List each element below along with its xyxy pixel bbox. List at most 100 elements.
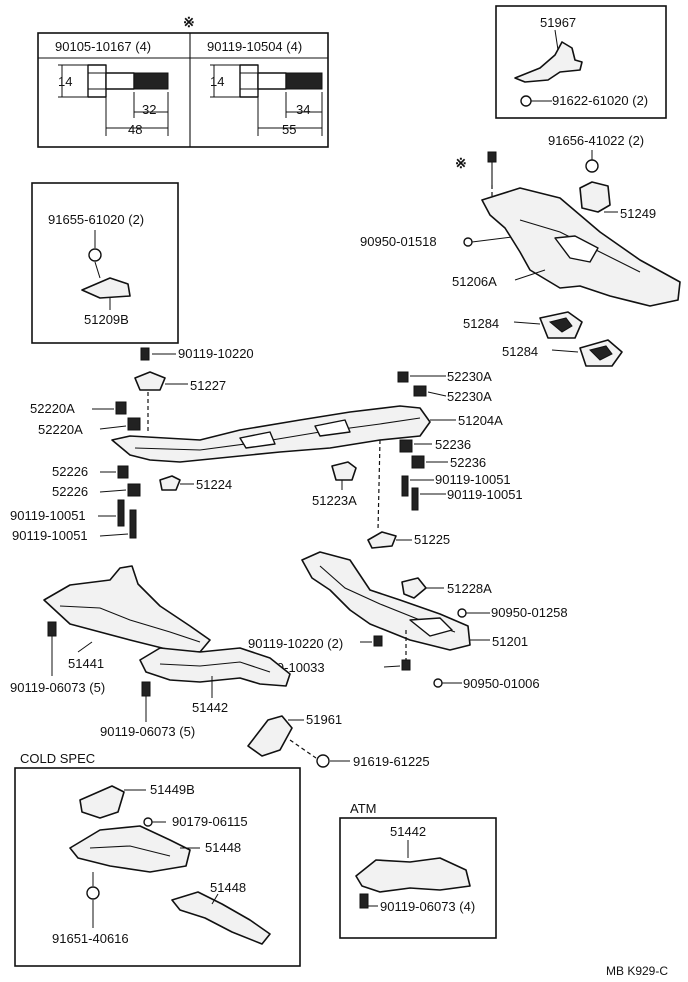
bolt-spec-table: ※ 90105-10167 (4) 90119-10504 (4) 14 32 … — [37, 14, 329, 148]
label-51224: 51224 — [196, 477, 232, 492]
label-52230A-b: 52230A — [447, 389, 492, 404]
label-51284-b: 51284 — [502, 344, 538, 359]
label-91656-41022: 91656-41022 (2) — [548, 133, 644, 148]
label-51204A: 51204A — [458, 413, 503, 428]
bolt-left-drawing — [58, 64, 169, 136]
skid-plate-atm-51442-shape — [355, 857, 471, 893]
stopper-52230A-b — [413, 385, 427, 397]
bolt-right-length: 55 — [282, 122, 296, 137]
label-51961: 51961 — [306, 712, 342, 727]
label-51225: 51225 — [414, 532, 450, 547]
plate-51448-lower-shape — [171, 891, 271, 945]
label-90119-10051-b: 90119-10051 — [447, 487, 523, 502]
label-52220A-b: 52220A — [38, 422, 83, 437]
bolt-right-part-number: 90119-10504 (4) — [207, 39, 302, 54]
cold-spec-inset: COLD SPEC 51449B 90179-06115 51448 51448… — [14, 751, 301, 967]
nut-91622-icon — [520, 95, 532, 107]
label-51449B: 51449B — [150, 782, 195, 797]
label-91651-40616: 91651-40616 — [52, 931, 129, 946]
label-91622-61020: 91622-61020 (2) — [552, 93, 648, 108]
bolt-table-marker: ※ — [183, 14, 195, 30]
bracket-51967-shape — [514, 41, 583, 83]
label-91619-61225: 91619-61225 — [353, 754, 430, 769]
stopper-52226-b — [127, 483, 141, 497]
label-51967: 51967 — [540, 15, 576, 30]
bracket-51967-inset: 51967 91622-61020 (2) — [495, 5, 667, 119]
nut-91656-icon — [585, 159, 599, 173]
label-51227: 51227 — [190, 378, 226, 393]
label-atm-51442: 51442 — [390, 824, 426, 839]
stopper-52226-a — [117, 465, 129, 479]
bracket-51227-shape — [134, 371, 166, 391]
label-51448-a: 51448 — [205, 840, 241, 855]
crossmember-51206A-group: 91656-41022 (2) ※ 51249 90950-01518 5120… — [360, 133, 681, 367]
label-52236-a: 52236 — [435, 437, 471, 452]
label-atm-90119-06073: 90119-06073 (4) — [380, 899, 475, 914]
label-51284-a: 51284 — [463, 316, 499, 331]
asterisk-marker: ※ — [455, 155, 467, 171]
bolt-left-part-number: 90105-10167 (4) — [55, 39, 151, 54]
skid-plate-51441-shape — [43, 565, 211, 653]
label-51209B: 51209B — [84, 312, 129, 327]
stopper-52220A-b — [127, 417, 141, 431]
label-90950-01518: 90950-01518 — [360, 234, 437, 249]
label-90119-06073-a: 90119-06073 (5) — [10, 680, 105, 695]
atm-inset: ATM 51442 90119-06073 (4) — [339, 801, 497, 939]
bracket-51961-group: 51961 91619-61225 — [247, 712, 430, 769]
label-52226-a: 52226 — [52, 464, 88, 479]
label-52226-b: 52226 — [52, 484, 88, 499]
label-91655-61020: 91655-61020 (2) — [48, 212, 144, 227]
label-52220A-a: 52220A — [30, 401, 75, 416]
label-90119-10051-d: 90119-10051 — [12, 528, 88, 543]
crossmember-51201-group: 51228A 90950-01258 51201 90119-10220 (2)… — [248, 551, 568, 691]
bolt-right-drawing — [210, 64, 323, 136]
label-90119-10220-2: 90119-10220 (2) — [248, 636, 343, 651]
stopper-51225-shape — [367, 531, 397, 549]
label-51223A: 51223A — [312, 493, 357, 508]
label-90119-06073-b: 90119-06073 (5) — [100, 724, 195, 739]
stopper-52236-b — [411, 455, 425, 469]
bracket-51449B-shape — [79, 785, 125, 819]
stopper-51223A-shape — [331, 461, 357, 481]
cold-spec-title: COLD SPEC — [20, 751, 95, 766]
plate-51448-upper-shape — [69, 825, 191, 873]
stopper-52220A-a — [115, 401, 127, 415]
bolt-left-thread: 32 — [142, 102, 156, 117]
label-51448-b: 51448 — [210, 880, 246, 895]
label-90119-10051-c: 90119-10051 — [10, 508, 86, 523]
label-90950-01006: 90950-01006 — [463, 676, 540, 691]
nut-91655-icon — [88, 248, 102, 262]
nut-91651-icon — [86, 886, 100, 900]
nut-91619-icon — [316, 754, 330, 768]
label-51442: 51442 — [192, 700, 228, 715]
bolt-right-thread: 34 — [296, 102, 310, 117]
label-52230A-a: 52230A — [447, 369, 492, 384]
label-90179-06115: 90179-06115 — [172, 814, 248, 829]
skid-plates-group: 51441 90119-06073 (5) 51442 90119-06073 … — [10, 565, 291, 739]
bolt-left-diameter: 14 — [58, 74, 72, 89]
label-51206A: 51206A — [452, 274, 497, 289]
bracket-51209B-inset: 91655-61020 (2) 51209B — [31, 182, 179, 344]
bolt-left-length: 48 — [128, 122, 142, 137]
stopper-52230A-a — [397, 371, 409, 383]
bolt-right-diameter: 14 — [210, 74, 224, 89]
label-51228A: 51228A — [447, 581, 492, 596]
bracket-51961-shape — [247, 715, 293, 757]
bracket-51228A-shape — [401, 577, 427, 599]
label-90950-01258: 90950-01258 — [491, 605, 568, 620]
mount-51249-shape — [579, 181, 611, 213]
label-52236-b: 52236 — [450, 455, 486, 470]
label-90119-10051-a: 90119-10051 — [435, 472, 511, 487]
label-90119-10220: 90119-10220 — [178, 346, 254, 361]
bolt-table-frame — [37, 32, 329, 148]
bracket-51209B-shape — [81, 277, 131, 299]
label-51441: 51441 — [68, 656, 104, 671]
label-51249: 51249 — [620, 206, 656, 221]
figure-code: MB K929-C — [606, 964, 668, 978]
stopper-51224-shape — [159, 475, 181, 491]
label-51201: 51201 — [492, 634, 528, 649]
stopper-52236-a — [399, 439, 413, 453]
atm-title: ATM — [350, 801, 376, 816]
